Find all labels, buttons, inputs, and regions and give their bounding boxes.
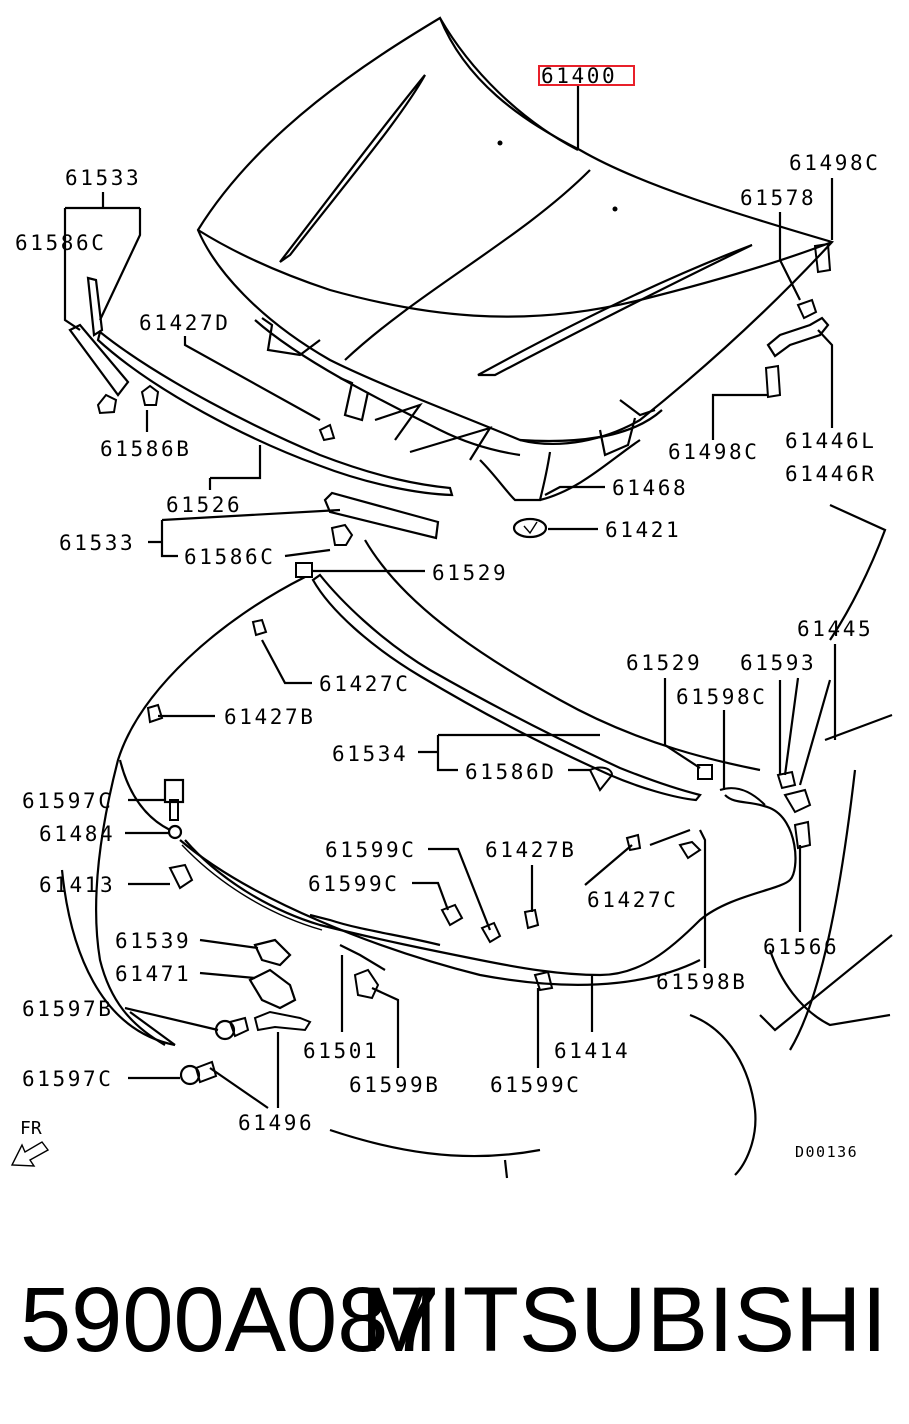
label-61496[interactable]: 61496 bbox=[238, 1111, 314, 1135]
front-direction-indicator: FR bbox=[10, 1118, 50, 1167]
label-61414[interactable]: 61414 bbox=[554, 1039, 630, 1063]
label-61599c-b[interactable]: 61599C bbox=[308, 872, 399, 896]
hood-inner-frame bbox=[254, 317, 656, 502]
label-61400[interactable]: 61400 bbox=[541, 64, 617, 88]
footer: 5900A087 MITSUBISHI bbox=[0, 1240, 909, 1390]
right-side-parts bbox=[588, 764, 812, 860]
label-61427b-center[interactable]: 61427B bbox=[485, 838, 576, 862]
label-61413[interactable]: 61413 bbox=[39, 873, 115, 897]
label-61498c-lower[interactable]: 61498C bbox=[668, 440, 759, 464]
label-61501[interactable]: 61501 bbox=[303, 1039, 379, 1063]
hood-panel bbox=[196, 16, 835, 446]
bolts-left bbox=[146, 618, 268, 890]
release-cable-61414 bbox=[181, 794, 797, 977]
label-61427d[interactable]: 61427D bbox=[139, 311, 230, 335]
diagram-code: D00136 bbox=[795, 1143, 858, 1161]
label-61586c-center[interactable]: 61586C bbox=[184, 545, 275, 569]
label-61598b[interactable]: 61598B bbox=[656, 970, 747, 994]
label-61533-center[interactable]: 61533 bbox=[59, 531, 135, 555]
label-61597c-bottom[interactable]: 61597C bbox=[22, 1067, 113, 1091]
leader-lines bbox=[63, 85, 837, 1109]
label-61529-right[interactable]: 61529 bbox=[626, 651, 702, 675]
hood-seal-61534 bbox=[311, 573, 702, 802]
seal-61533-center bbox=[295, 491, 440, 578]
insulator-61421 bbox=[512, 517, 548, 539]
label-61471[interactable]: 61471 bbox=[115, 962, 191, 986]
label-61427c-center[interactable]: 61427C bbox=[587, 888, 678, 912]
latch-assembly-61471 bbox=[179, 938, 312, 1086]
label-61445[interactable]: 61445 bbox=[797, 617, 873, 641]
label-61566[interactable]: 61566 bbox=[763, 935, 839, 959]
brand-name: MITSUBISHI bbox=[360, 1269, 887, 1371]
highlight-box-61400 bbox=[538, 65, 635, 86]
label-61578[interactable]: 61578 bbox=[740, 186, 816, 210]
label-61599c-c[interactable]: 61599C bbox=[490, 1073, 581, 1097]
label-61498c-top[interactable]: 61498C bbox=[789, 151, 880, 175]
label-61427b-left[interactable]: 61427B bbox=[224, 705, 315, 729]
label-61526[interactable]: 61526 bbox=[166, 493, 242, 517]
label-61586b[interactable]: 61586B bbox=[100, 437, 191, 461]
label-61468[interactable]: 61468 bbox=[612, 476, 688, 500]
label-61427c-left[interactable]: 61427C bbox=[319, 672, 410, 696]
label-61484[interactable]: 61484 bbox=[39, 822, 115, 846]
label-61597b[interactable]: 61597B bbox=[22, 997, 113, 1021]
label-61598c[interactable]: 61598C bbox=[676, 685, 767, 709]
outline-curves bbox=[60, 503, 893, 1179]
label-61593[interactable]: 61593 bbox=[740, 651, 816, 675]
label-61446l[interactable]: 61446L bbox=[785, 429, 876, 453]
label-61599c-a[interactable]: 61599C bbox=[325, 838, 416, 862]
label-61597c-top[interactable]: 61597C bbox=[22, 789, 113, 813]
front-arrow-icon bbox=[10, 1141, 50, 1167]
label-61529-top[interactable]: 61529 bbox=[432, 561, 508, 585]
hinge-61446 bbox=[764, 242, 832, 399]
label-61599b[interactable]: 61599B bbox=[349, 1073, 440, 1097]
label-61533-top[interactable]: 61533 bbox=[65, 166, 141, 190]
weatherstrip-61526 bbox=[96, 330, 454, 497]
part-number: 5900A087 bbox=[20, 1269, 440, 1371]
label-61586c-top[interactable]: 61586C bbox=[15, 231, 106, 255]
label-61534[interactable]: 61534 bbox=[332, 742, 408, 766]
label-61421[interactable]: 61421 bbox=[605, 518, 681, 542]
part-labels: 61400 61533 61586C 61427D 61586B 61526 6… bbox=[15, 64, 880, 1161]
label-61539[interactable]: 61539 bbox=[115, 929, 191, 953]
front-label: FR bbox=[20, 1118, 42, 1139]
label-61446r[interactable]: 61446R bbox=[785, 462, 876, 486]
label-61586d[interactable]: 61586D bbox=[465, 760, 556, 784]
